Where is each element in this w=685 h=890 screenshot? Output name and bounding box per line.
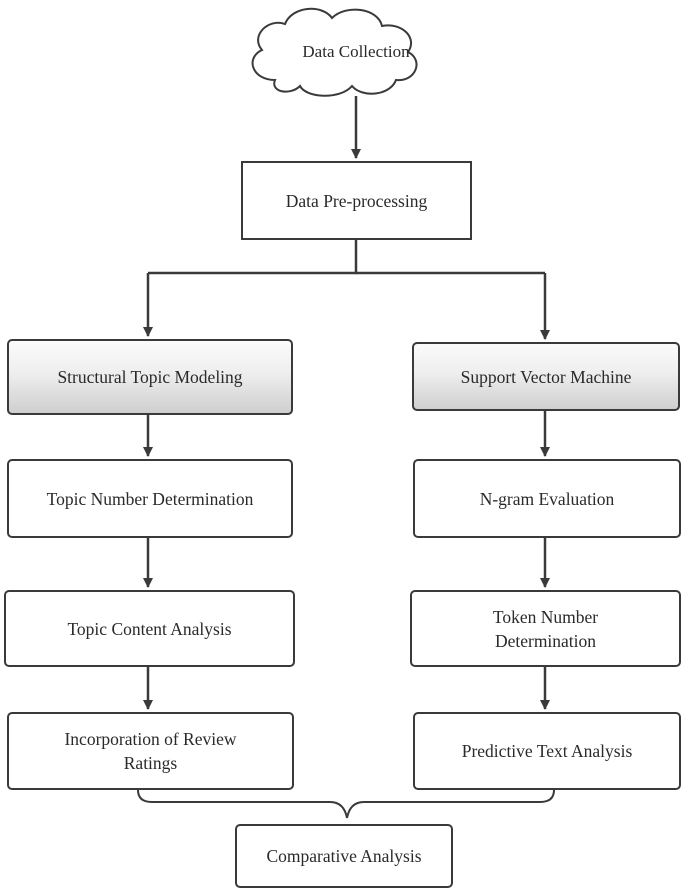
- node-data-preprocessing: Data Pre-processing: [241, 161, 472, 240]
- node-comparative-analysis: Comparative Analysis: [235, 824, 453, 888]
- cloud-shape: [251, 7, 418, 97]
- node-n-gram-evaluation: N-gram Evaluation: [413, 459, 681, 538]
- node-predictive-text-analysis: Predictive Text Analysis: [413, 712, 681, 790]
- node-topic-content-analysis: Topic Content Analysis: [4, 590, 295, 667]
- connector-split: [148, 240, 358, 275]
- node-topic-number-determination: Topic Number Determination: [7, 459, 293, 538]
- node-incorporation-of-review-ratings: Incorporation of Review Ratings: [7, 712, 294, 790]
- node-support-vector-machine: Support Vector Machine: [412, 342, 680, 411]
- node-data-collection: Data Collection: [302, 42, 410, 61]
- node-structural-topic-modeling: Structural Topic Modeling: [7, 339, 293, 415]
- merge-brace: [137, 789, 555, 819]
- node-token-number-determination: Token Number Determination: [410, 590, 681, 667]
